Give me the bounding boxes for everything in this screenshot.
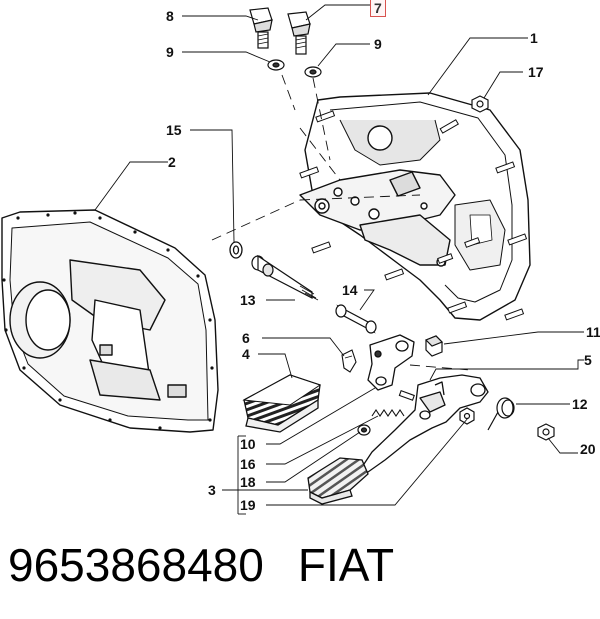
spring-16 <box>371 409 405 417</box>
nut-arm <box>459 407 475 425</box>
callout-17[interactable]: 17 <box>528 64 544 80</box>
callout-9-right[interactable]: 9 <box>374 36 382 52</box>
callout-9-left[interactable]: 9 <box>166 44 174 60</box>
part-number: 9653868480 <box>8 539 264 591</box>
callout-14[interactable]: 14 <box>342 282 358 298</box>
bushing-18 <box>357 424 371 436</box>
callout-15[interactable]: 15 <box>166 122 182 138</box>
part-caption: 9653868480 FIAT <box>8 538 394 592</box>
bolt-7 <box>287 11 311 55</box>
callout-4[interactable]: 4 <box>242 346 250 362</box>
washer-9-left <box>267 59 285 71</box>
callout-3[interactable]: 3 <box>208 482 216 498</box>
callout-18[interactable]: 18 <box>240 474 256 490</box>
pivot-pin-13 <box>251 254 319 301</box>
pedal-clip-6 <box>341 349 357 373</box>
callout-19[interactable]: 19 <box>240 497 256 513</box>
spacer-tube-14 <box>335 304 377 334</box>
callout-6[interactable]: 6 <box>242 330 250 346</box>
lever-bracket-10 <box>367 334 415 391</box>
leader-lines <box>94 4 584 515</box>
screw-5 <box>398 390 415 401</box>
washer-9-right <box>304 66 322 78</box>
callout-13[interactable]: 13 <box>240 292 256 308</box>
pedal-support-bracket <box>299 92 531 321</box>
return-spring-12 <box>487 397 515 431</box>
callout-10[interactable]: 10 <box>240 436 256 452</box>
stop-cap-11 <box>424 335 444 357</box>
clip-15 <box>229 241 243 259</box>
brand-name: FIAT <box>297 539 395 591</box>
bracket-studs <box>299 110 528 321</box>
cover-flange-holes <box>2 211 214 430</box>
pedal-pad-4 <box>242 374 322 433</box>
callout-8[interactable]: 8 <box>166 8 174 24</box>
pedal-arm-3 <box>359 374 489 473</box>
callout-5[interactable]: 5 <box>584 352 592 368</box>
callout-11[interactable]: 11 <box>586 324 600 340</box>
pedal-box-cover <box>1 209 219 433</box>
callout-12[interactable]: 12 <box>572 396 588 412</box>
nut-17 <box>471 95 489 113</box>
pedal-foot-3 <box>307 457 369 505</box>
nut-20 <box>537 423 555 441</box>
bolt-8 <box>249 7 273 49</box>
callout-7[interactable]: 7 <box>370 0 386 17</box>
callout-20[interactable]: 20 <box>580 441 596 457</box>
callout-2[interactable]: 2 <box>168 154 176 170</box>
callout-1[interactable]: 1 <box>530 30 538 46</box>
callout-16[interactable]: 16 <box>240 456 256 472</box>
